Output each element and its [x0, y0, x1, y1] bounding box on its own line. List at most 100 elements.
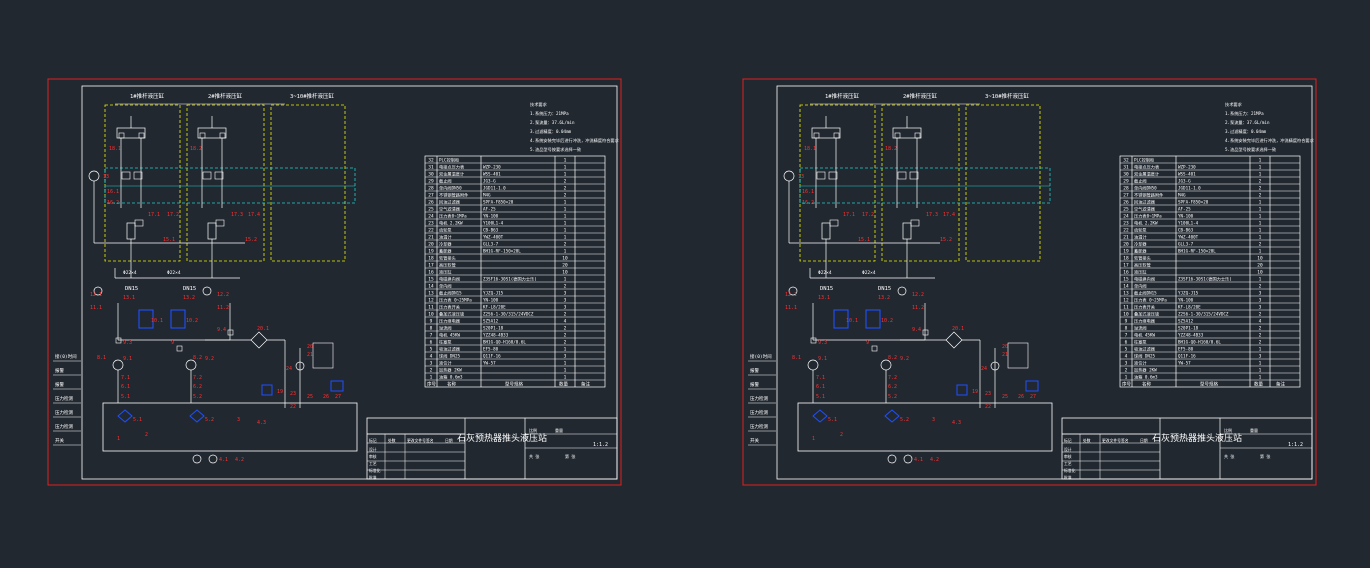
- component-tag: 17.2: [862, 212, 874, 218]
- group-label: 1#推杆液压缸: [825, 92, 860, 100]
- title-block-cell: 共 张: [529, 453, 539, 459]
- bom-name: 油温计: [1134, 234, 1147, 241]
- bom-model: YN-100: [1178, 298, 1194, 303]
- component-tag: 4.2: [930, 457, 939, 463]
- bom-model: BH1G-RF-150×20L: [483, 249, 521, 254]
- bom-name: 电接点压力表: [439, 164, 465, 171]
- valve-symbol: [828, 171, 838, 180]
- bom-qty: 1: [1259, 375, 1262, 381]
- bom-name: 电磁换向阀: [439, 276, 460, 283]
- component-tag: 11.2: [912, 305, 924, 311]
- component-tag: 17.2: [167, 212, 179, 218]
- component-tag: 5.1: [121, 394, 130, 400]
- title-block-cell: 工艺: [1064, 461, 1072, 466]
- bom-index: 6: [1125, 340, 1128, 346]
- component-tag: 7.2: [888, 375, 897, 381]
- bom-index: 23: [1123, 221, 1129, 227]
- bom-qty: 2: [1259, 326, 1262, 332]
- bom-index: 21: [1123, 235, 1129, 241]
- technical-note: 技术要求: [530, 101, 548, 108]
- pressure-gauge: [88, 170, 100, 182]
- bom-qty: 3: [564, 354, 567, 360]
- bom-name: 不锈钢管路附件: [1134, 192, 1163, 199]
- bom-index: 3: [430, 361, 433, 367]
- outer-frame: [742, 78, 1317, 486]
- bom-qty: 1: [1259, 214, 1262, 220]
- component-tag: 3: [237, 417, 240, 423]
- pressure-gauge: [202, 286, 212, 296]
- bom-name: 叠加式液压锁: [1134, 311, 1160, 318]
- component-tag: 10.2: [881, 318, 893, 324]
- bom-name: 截止阀DN15: [439, 290, 462, 297]
- component-tag: 13.1: [818, 295, 830, 301]
- title-block-cell: 签名: [426, 438, 434, 443]
- solenoid-valve: [902, 222, 912, 240]
- component-tag: 16.2: [107, 200, 119, 206]
- valve-symbol: [897, 171, 907, 180]
- filter-symbol: [812, 409, 828, 423]
- component-tag: 18.1: [109, 146, 121, 152]
- bom-index: 20: [1123, 242, 1129, 248]
- bom-qty: 2: [1259, 312, 1262, 318]
- component-tag: 13.2: [878, 295, 890, 301]
- component-tag: 13.2: [183, 295, 195, 301]
- bom-qty: 2: [1259, 242, 1262, 248]
- bom-name: 电机 2.2KW: [439, 220, 463, 227]
- bom-index: 10: [1123, 312, 1129, 318]
- solenoid-valve: [207, 222, 217, 240]
- cylinder-port: [219, 132, 226, 139]
- title-block-cell: 设计: [1064, 447, 1072, 452]
- side-label: 压力检测: [750, 409, 768, 416]
- side-label: 报警: [55, 381, 64, 388]
- cylinder-port: [199, 132, 206, 139]
- bom-name: 冷却器: [1134, 241, 1147, 248]
- pressure-gauge: [783, 170, 795, 182]
- side-label: 报警: [750, 367, 759, 374]
- bom-model: SZ5A12: [483, 319, 499, 324]
- bom-model: BH1G-Q0-H160/0.6L: [1178, 340, 1221, 345]
- bom-name: 柱塞泵: [439, 339, 452, 346]
- component-tag: 4.3: [952, 420, 961, 426]
- side-label: 开关: [55, 437, 64, 444]
- title-block-cell: 批准: [369, 475, 377, 480]
- bom-qty: 1: [1259, 277, 1262, 283]
- side-label: 接(0)时间: [55, 353, 77, 360]
- bom-index: 2: [1125, 368, 1128, 374]
- bom-model: Z3SF16-30S1(德国力士乐): [1178, 276, 1232, 283]
- relief-valve-block: [138, 309, 154, 329]
- bom-model: KF-L8/20E: [483, 305, 506, 310]
- bom-index: 2: [430, 368, 433, 374]
- bom-model: WSS-401: [483, 172, 501, 177]
- bom-qty: 2: [1259, 333, 1262, 339]
- bom-index: 31: [428, 165, 434, 171]
- component-tag: 10.1: [151, 318, 163, 324]
- pipe-label: DN15: [878, 286, 891, 292]
- side-label: 压力检测: [55, 395, 73, 402]
- drawing-scale: 1:1.2: [1288, 442, 1303, 448]
- bom-table: [1119, 155, 1301, 388]
- valve-symbol: [202, 171, 212, 180]
- bom-qty: 3: [1259, 291, 1262, 297]
- bom-qty: 3: [564, 305, 567, 311]
- component-tag: 4.3: [257, 420, 266, 426]
- component-tag: 18.1: [804, 146, 816, 152]
- title-block-cell: 标记: [1064, 438, 1072, 443]
- bom-name: 油箱 0.6m3: [1134, 374, 1158, 381]
- bom-model: Q11F-16: [483, 354, 501, 359]
- cylinder-port: [813, 132, 820, 139]
- bom-name: 压力表开关: [439, 304, 460, 311]
- bom-qty: 2: [564, 179, 567, 185]
- bom-qty: 1: [1259, 165, 1262, 171]
- bom-index: 28: [1123, 186, 1129, 192]
- bom-qty: 2: [564, 326, 567, 332]
- bom-name: 球阀 DN25: [1134, 353, 1155, 360]
- component-tag: 6.2: [888, 384, 897, 390]
- oil-tank: [102, 402, 358, 452]
- component-tag: 9.2: [205, 356, 214, 362]
- component-tag: 1: [812, 436, 815, 442]
- bom-name: 回油过滤器: [439, 199, 461, 206]
- title-block-cell: 签名: [1121, 438, 1129, 443]
- bom-index: 9: [1125, 319, 1128, 325]
- technical-note: 2.泵流量：37.6L/min: [530, 119, 575, 126]
- valve-symbol: [909, 171, 919, 180]
